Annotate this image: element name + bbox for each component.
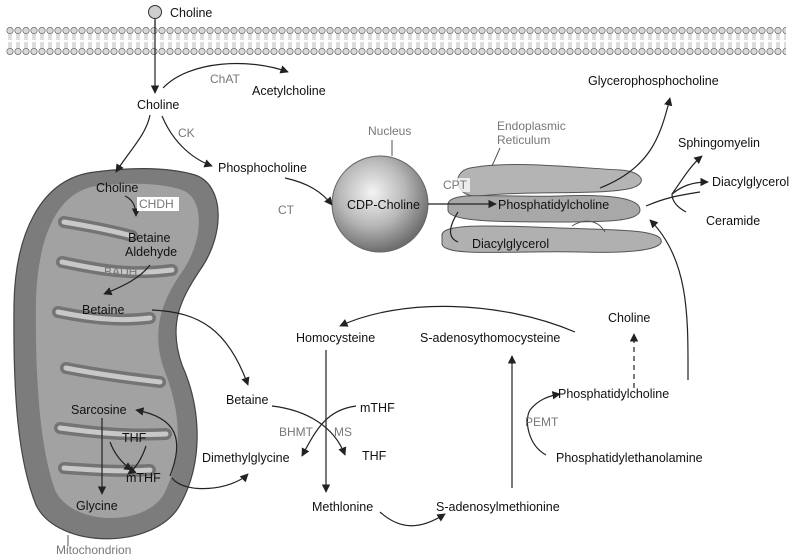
organelle-labels: Nucleus Endoplasmic Reticulum Mitochondr… <box>56 119 566 557</box>
enzyme-badh: BADH <box>104 265 137 279</box>
metabolite-betaine-mito: Betaine <box>82 303 124 317</box>
metabolite-methionine: Methlonine <box>312 500 373 514</box>
metabolite-glycerophosphocholine: Glycerophosphocholine <box>588 74 719 88</box>
metabolite-glycine: Glycine <box>76 499 118 513</box>
label-nucleus: Nucleus <box>368 124 411 138</box>
metabolite-s-adenosylhomocysteine: S-adenosythomocysteine <box>420 331 560 345</box>
metabolite-acetylcholine: Acetylcholine <box>252 84 326 98</box>
label-mitochondrion: Mitochondrion <box>56 543 131 557</box>
enzyme-ck: CK <box>178 126 195 140</box>
metabolite-betaine-aldehyde-line2: Aldehyde <box>125 245 177 259</box>
enzyme-chdh-bg <box>137 197 179 211</box>
enzyme-chat: ChAT <box>210 72 240 86</box>
metabolite-betaine-cytosol: Betaine <box>226 393 268 407</box>
enzyme-labels: ChAT CK CT CPT CHDH BADH BHMT MS PEMT <box>104 72 559 439</box>
er-label-line <box>491 147 501 167</box>
metabolite-sarcosine: Sarcosine <box>71 403 127 417</box>
metabolite-betaine-aldehyde-line1: Betaine <box>128 231 170 245</box>
metabolite-mthf-mito: mTHF <box>126 471 161 485</box>
metabolite-labels: Choline Acetylcholine Choline Phosphocho… <box>71 6 789 514</box>
reaction-arrows <box>97 20 709 527</box>
metabolite-homocysteine: Homocysteine <box>296 331 375 345</box>
metabolite-ceramide: Ceramide <box>706 214 760 228</box>
metabolite-phosphatidylcholine-er: Phosphatidylcholine <box>498 198 609 212</box>
enzyme-chdh: CHDH <box>139 197 174 211</box>
metabolite-choline-right: Choline <box>608 311 650 325</box>
metabolite-s-adenosylmethionine: S-adenosylmethionine <box>436 500 560 514</box>
choline-transporter-icon <box>148 5 162 19</box>
label-er-line1: Endoplasmic <box>497 119 566 133</box>
metabolite-cdp-choline: CDP-Choline <box>347 198 420 212</box>
metabolite-diacylglycerol-er: Diacylglycerol <box>472 237 549 251</box>
metabolite-dimethylglycine: Dimethylglycine <box>202 451 290 465</box>
metabolite-mthf-cytosol: mTHF <box>360 401 395 415</box>
metabolite-thf-cytosol: THF <box>362 449 387 463</box>
enzyme-ct: CT <box>278 203 295 217</box>
metabolite-phosphatidylcholine-right: Phosphatidylcholine <box>558 387 669 401</box>
cell-membrane <box>6 27 786 55</box>
enzyme-ms: MS <box>334 425 352 439</box>
metabolite-phosphocholine: Phosphocholine <box>218 161 307 175</box>
metabolite-phosphatidylethanolamine: Phosphatidylethanolamine <box>556 451 703 465</box>
endoplasmic-reticulum <box>441 164 662 253</box>
metabolite-choline-cytosol: Choline <box>137 98 179 112</box>
enzyme-bhmt: BHMT <box>279 425 314 439</box>
enzyme-cpt-bg <box>440 178 470 192</box>
metabolite-choline-mito: Choline <box>96 181 138 195</box>
metabolite-thf-mito: THF <box>122 431 147 445</box>
enzyme-cpt: CPT <box>443 178 468 192</box>
mitochondrion <box>13 168 219 540</box>
metabolite-choline-top: Choline <box>170 6 212 20</box>
label-er-line2: Reticulum <box>497 133 550 147</box>
enzyme-pemt: PEMT <box>525 415 559 429</box>
metabolite-sphingomyelin: Sphingomyelin <box>678 136 760 150</box>
metabolite-diacylglycerol-right: Diacylglycerol <box>712 175 789 189</box>
